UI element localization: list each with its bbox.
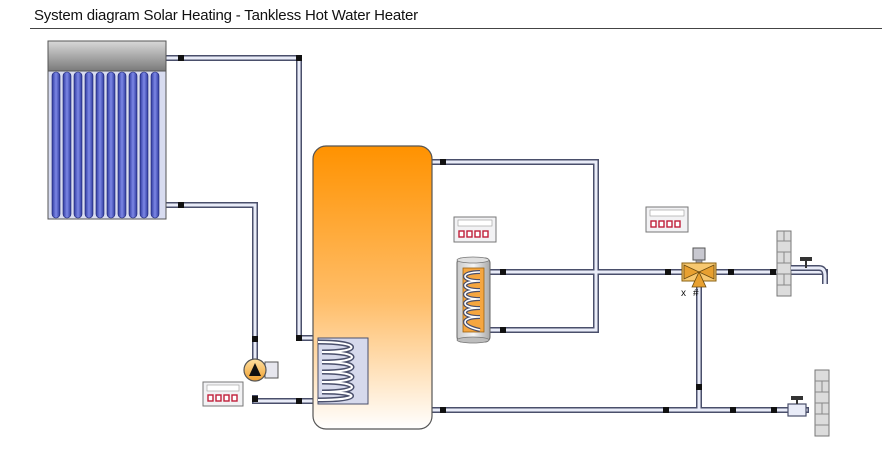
mixing-valve: x # (681, 247, 717, 299)
tankless-heater (456, 256, 491, 344)
valve-actuator (692, 247, 706, 261)
cold-water-supply (787, 396, 807, 417)
valve-controller (645, 206, 689, 233)
collector-flow-pipe (163, 55, 321, 341)
lower-wall (814, 369, 830, 437)
pump-controller (202, 381, 244, 407)
solar-collector (47, 40, 167, 220)
upper-wall (776, 230, 792, 297)
valve-cross-mark: x (681, 288, 686, 299)
storage-tank (312, 145, 433, 430)
svg-text:#: # (693, 288, 699, 299)
circulation-pump (243, 358, 279, 382)
pipe-joints (178, 55, 777, 413)
heater-controller (453, 216, 497, 243)
tank-heat-exchanger-coil (317, 337, 369, 405)
collector-return-pipe (163, 202, 258, 363)
vacuum-tubes (51, 71, 160, 219)
hot-water-tap (791, 257, 828, 284)
pump-motor (264, 361, 279, 379)
diagram-title: System diagram Solar Heating - Tankless … (34, 7, 418, 24)
title-divider (30, 28, 882, 29)
collector-header (47, 40, 167, 72)
